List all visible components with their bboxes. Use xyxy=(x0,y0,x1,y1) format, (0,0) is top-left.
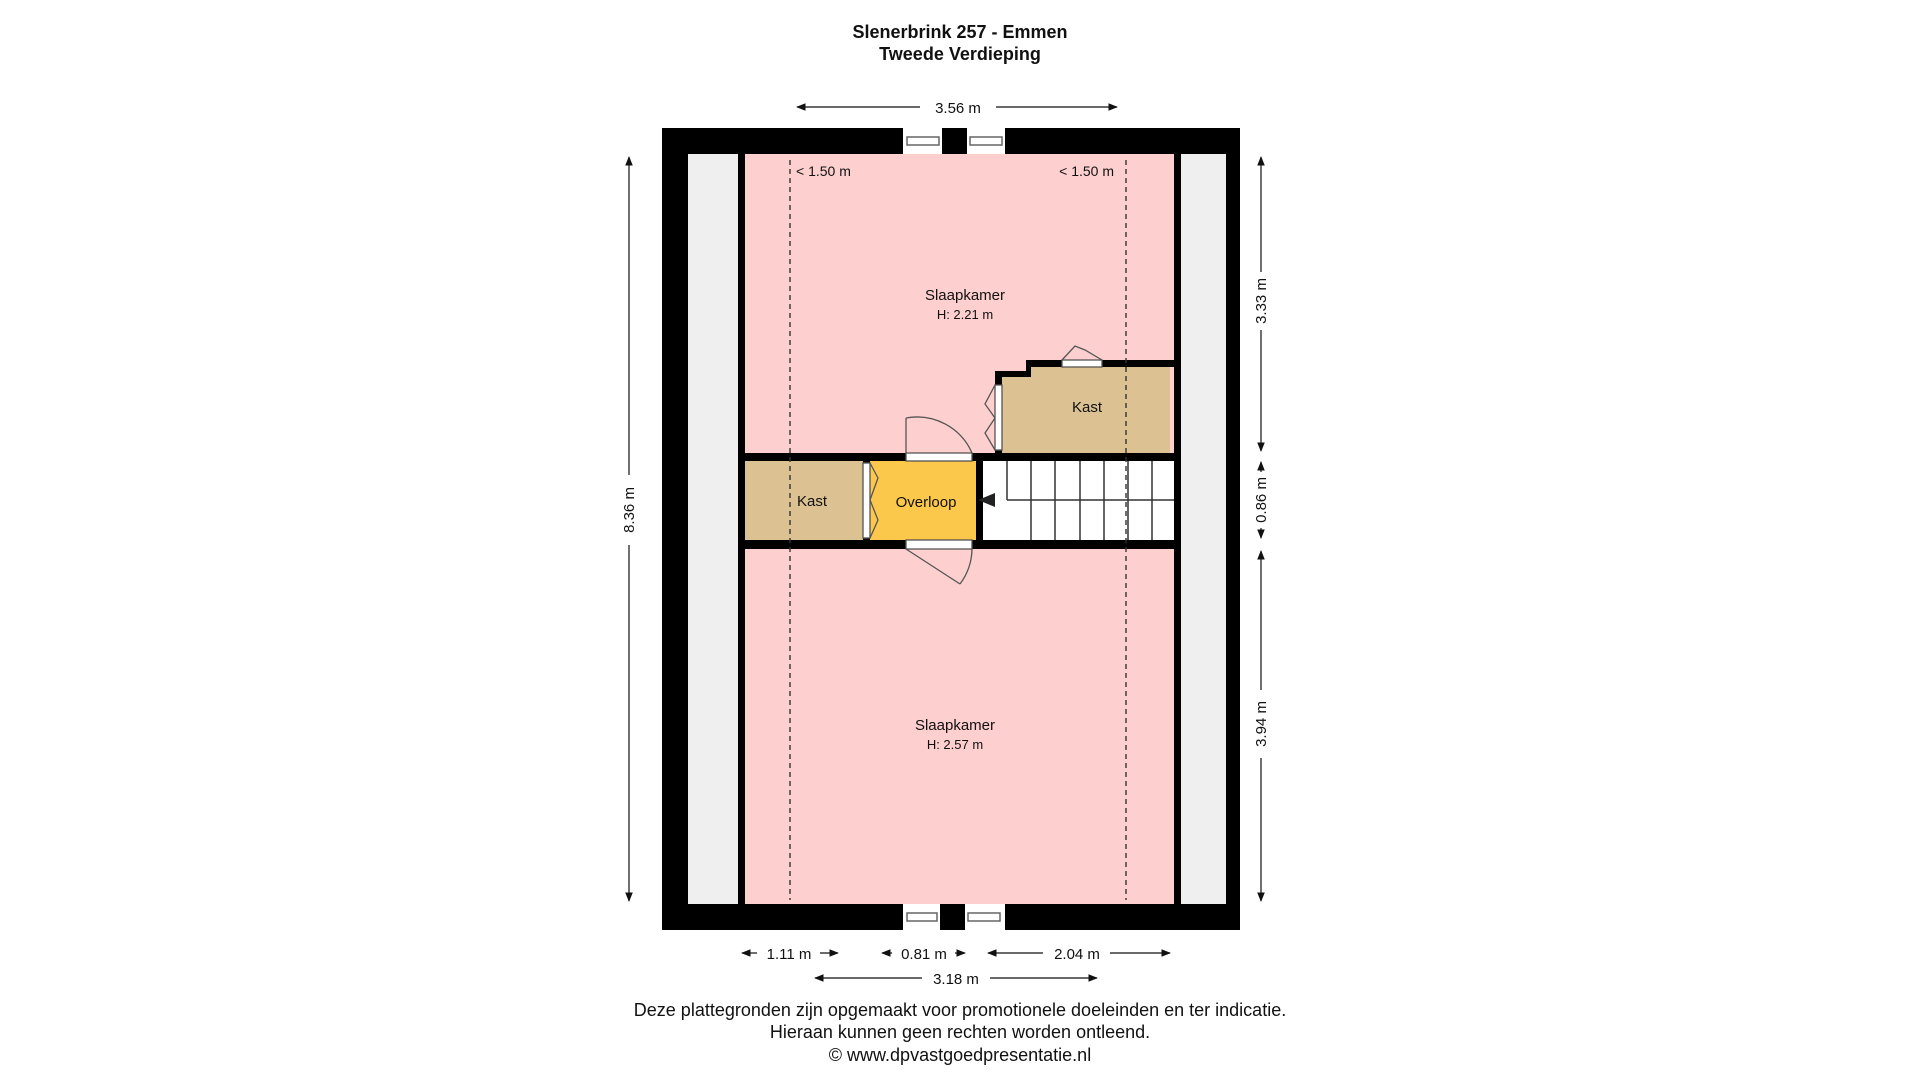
page-title: Slenerbrink 257 - Emmen xyxy=(852,22,1068,42)
door-landing-top xyxy=(905,416,973,462)
stair-direction-arrow xyxy=(978,493,995,507)
disclaimer-line-2: Hieraan kunnen geen rechten worden ontle… xyxy=(769,1022,1151,1042)
low-ceiling-label-left: < 1.50 m xyxy=(796,163,851,179)
dimension-top-width-label: 3.56 m xyxy=(935,100,981,117)
door-closet-right-top xyxy=(1061,345,1103,368)
dimension-right-middle-label: 0.86 m xyxy=(1253,477,1270,523)
room-height-bedroom-bottom: H: 2.57 m xyxy=(927,737,983,752)
dimension-bottom-total-label: 3.18 m xyxy=(933,971,979,988)
dimension-bottom-right-label: 2.04 m xyxy=(1054,946,1100,963)
room-height-bedroom-top: H: 2.21 m xyxy=(937,307,993,322)
dimension-bottom-middle-label: 0.81 m xyxy=(901,946,947,963)
copyright-line: © www.dpvastgoedpresentatie.nl xyxy=(828,1045,1092,1065)
room-label-closet-left: Kast xyxy=(797,493,828,510)
dimension-bottom-left-label: 1.11 m xyxy=(767,946,812,963)
room-label-bedroom-top: Slaapkamer xyxy=(925,287,1005,304)
door-closet-left xyxy=(862,462,879,539)
room-label-bedroom-bottom: Slaapkamer xyxy=(915,717,995,734)
low-ceiling-label-right: < 1.50 m xyxy=(1059,163,1114,179)
room-closet-left xyxy=(745,461,863,540)
room-label-landing: Overloop xyxy=(896,494,957,511)
dimension-left-height-label: 8.36 m xyxy=(621,487,638,533)
room-bedroom-bottom xyxy=(745,549,1174,904)
wall-closet-right-step-v xyxy=(1026,360,1031,377)
dimension-right-bottom-label: 3.94 m xyxy=(1253,701,1270,747)
door-landing-bottom xyxy=(905,539,973,585)
dimension-right-top-label: 3.33 m xyxy=(1253,278,1270,324)
stair-treads xyxy=(1006,461,1174,540)
wall-left-inner xyxy=(738,154,745,904)
wall-closet-right-step xyxy=(995,371,1030,377)
wall-cavity-right xyxy=(1180,154,1226,904)
room-label-closet-right: Kast xyxy=(1072,399,1103,416)
room-landing xyxy=(870,461,976,540)
door-closet-right-side xyxy=(984,384,1003,451)
room-closet-right xyxy=(1002,360,1170,453)
wall-cavity-left xyxy=(688,154,739,904)
disclaimer-line-1: Deze plattegronden zijn opgemaakt voor p… xyxy=(633,1000,1287,1020)
window-bottom xyxy=(903,904,1005,930)
wall-right-inner xyxy=(1174,154,1181,904)
window-top xyxy=(903,128,1005,154)
floor-title: Tweede Verdieping xyxy=(879,44,1041,64)
